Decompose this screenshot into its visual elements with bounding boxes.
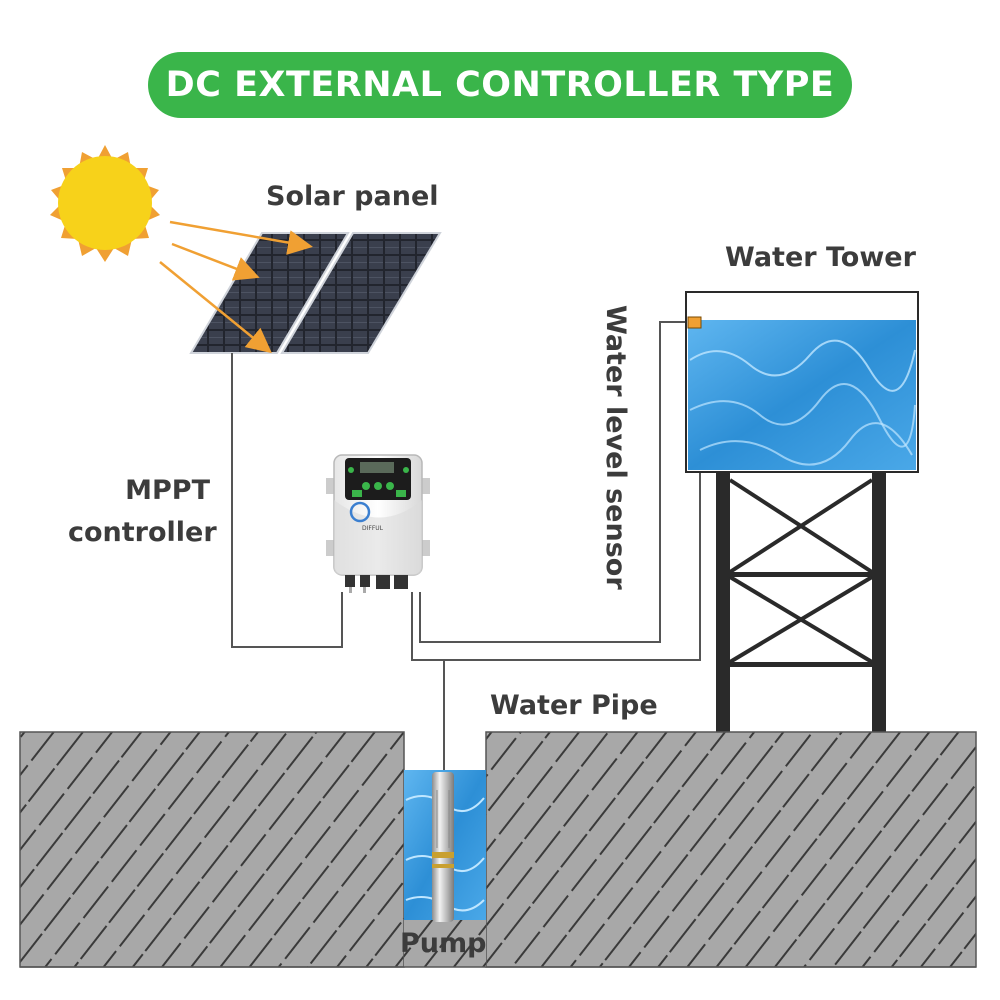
wiring xyxy=(231,321,701,770)
sun-rays xyxy=(159,220,313,354)
title-banner: DC EXTERNAL CONTROLLER TYPE xyxy=(148,52,852,118)
sun-icon xyxy=(50,145,160,262)
brand-logo-icon xyxy=(349,501,371,523)
solar-panel-left xyxy=(189,232,350,354)
solar-panel-right xyxy=(280,232,442,354)
mppt-controller-device: DIFFUL xyxy=(326,454,430,593)
solar-panel-label: Solar panel xyxy=(266,181,439,212)
water-tower xyxy=(685,291,919,732)
mppt-controller-label: MPPT controller xyxy=(68,470,217,554)
pump-label: Pump xyxy=(400,928,487,959)
mppt-label-line1: MPPT xyxy=(125,475,210,506)
water-pipe-label: Water Pipe xyxy=(490,690,658,721)
mppt-label-line2: controller xyxy=(68,517,217,548)
title-text: DC EXTERNAL CONTROLLER TYPE xyxy=(165,65,835,105)
ground xyxy=(19,731,977,968)
water-tower-label: Water Tower xyxy=(725,242,916,273)
brand-text: DIFFUL xyxy=(362,525,384,532)
water-level-sensor-label: Water level sensor xyxy=(600,305,631,590)
water-level-sensor-marker xyxy=(687,316,702,329)
pump-device xyxy=(432,772,454,922)
